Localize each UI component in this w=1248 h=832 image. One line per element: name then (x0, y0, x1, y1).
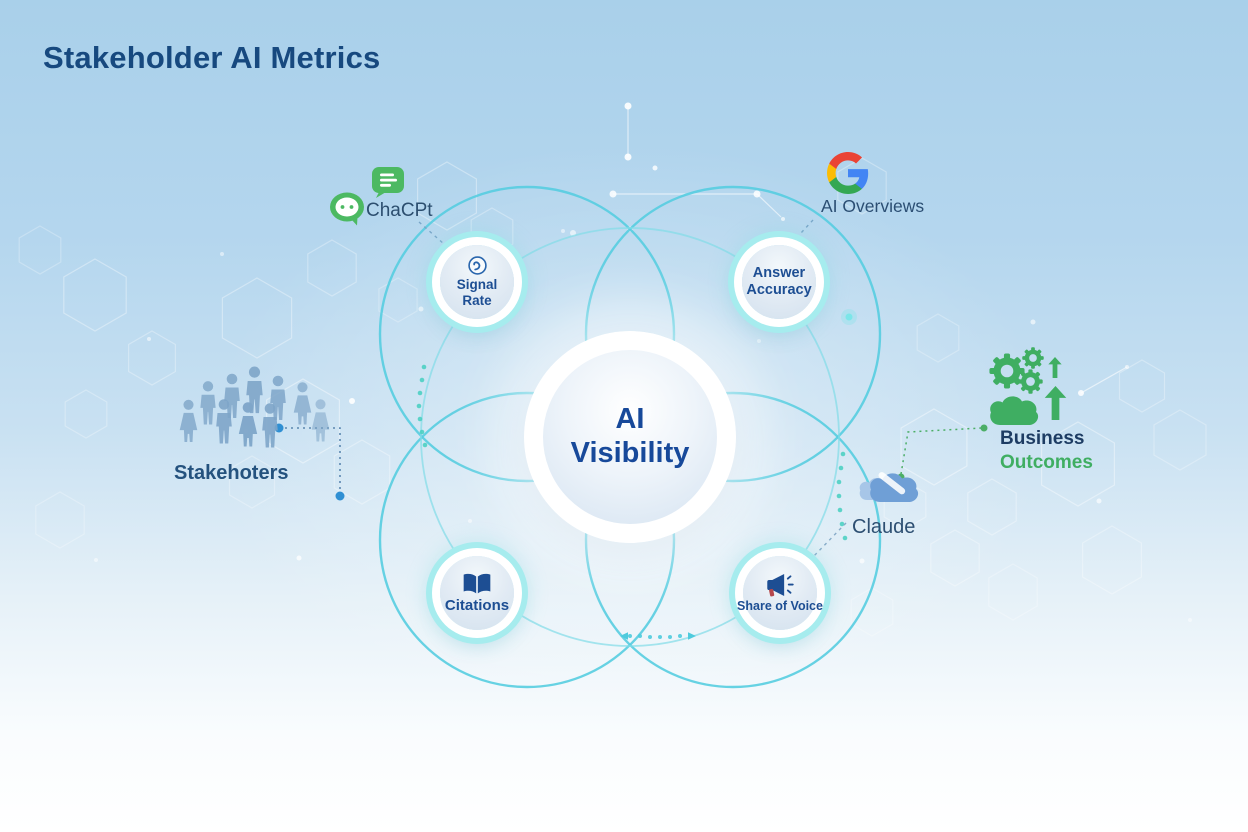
node-label-line1: Answer (752, 264, 806, 281)
stakeholders-entity: Stakehoters (168, 360, 358, 495)
node-answer-accuracy: Answer Accuracy (742, 245, 816, 319)
hub-label-line1: AI (615, 403, 645, 436)
node-citations: Citations (440, 556, 514, 630)
node-label-line2: Accuracy (746, 282, 812, 298)
node-label-line1: Share of Voice (737, 599, 823, 613)
node-label: Answer Accuracy (746, 265, 811, 300)
business-outcomes-label-line2: Outcomes (1000, 452, 1093, 473)
ai-overviews-entity: AI Overviews (805, 148, 955, 228)
people-group-icon (179, 366, 330, 448)
claude-label: Claude (852, 516, 916, 538)
claude-entity: Claude (850, 462, 950, 544)
hub-label-line2: Visibility (570, 437, 690, 469)
chat-lines-icon (372, 167, 404, 198)
node-label-line1: Signal (456, 276, 498, 292)
node-label-line2: Rate (462, 293, 492, 308)
node-label: Citations (445, 597, 509, 615)
ai-visibility-hub: AI Visibility (524, 331, 736, 543)
claude-cloud-icon (859, 472, 919, 502)
node-signal-rate: Signal Rate (440, 245, 514, 319)
gears-growth-icon (986, 346, 1067, 425)
hub-label: AI Visibility (571, 403, 690, 470)
business-outcomes-entity: Business Outcomes (984, 346, 1114, 486)
node-share-of-voice: Share of Voice (737, 556, 823, 630)
ai-overviews-label: AI Overviews (821, 196, 925, 216)
chatgpt-entity: ChaCPt (328, 160, 448, 230)
signal-icon (467, 256, 487, 275)
google-g-icon (827, 152, 869, 194)
chatgpt-label: ChaCPt (366, 200, 433, 221)
node-label-line1: Citations (444, 596, 510, 614)
open-book-icon (463, 573, 491, 593)
chat-bubble-icon (330, 192, 364, 226)
node-label: Signal Rate (457, 277, 498, 309)
page-title: Stakeholder AI Metrics (43, 40, 381, 75)
stakeholders-label: Stakehoters (174, 462, 289, 484)
node-label: Share of Voice (737, 599, 823, 614)
megaphone-icon (766, 574, 794, 597)
business-outcomes-label-line1: Business (1000, 428, 1085, 449)
